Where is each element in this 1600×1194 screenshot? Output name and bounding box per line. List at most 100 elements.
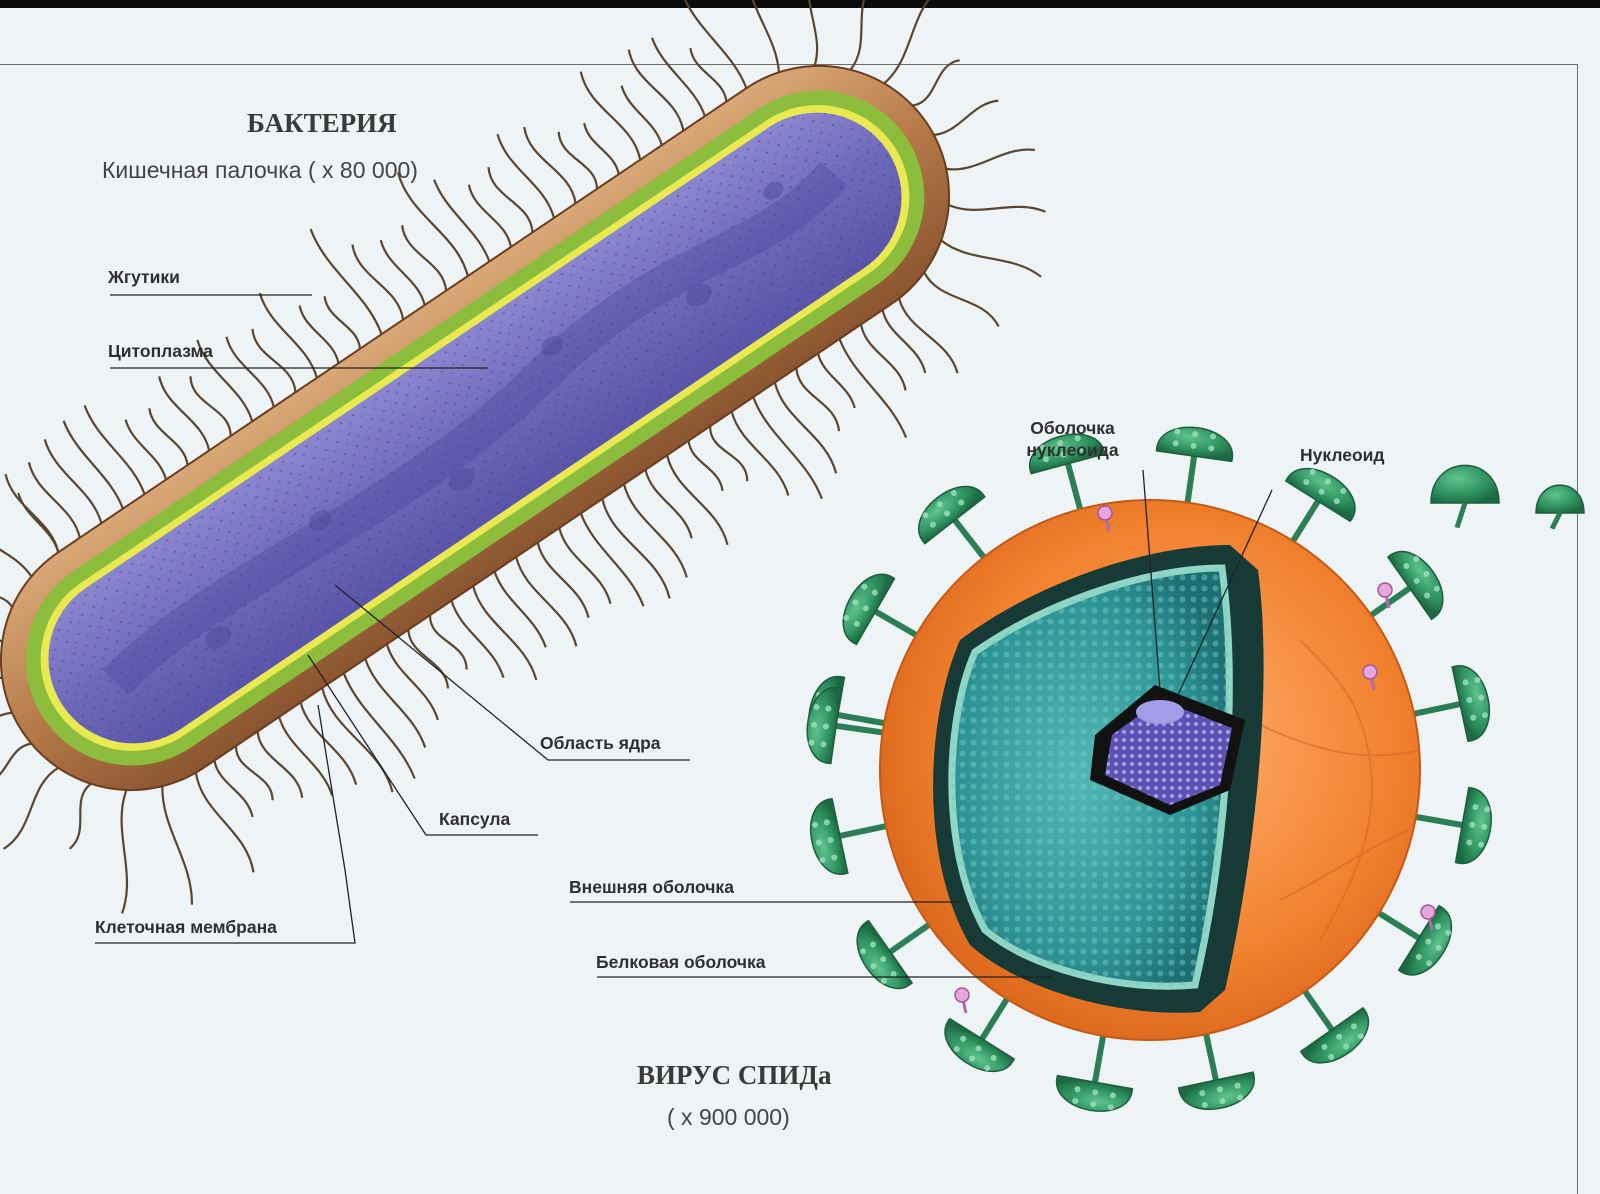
flagellum [321,687,394,793]
flagellum [364,658,427,748]
label-flagella: Жгутики [108,267,180,287]
flagellum [299,702,358,785]
flagellum [27,462,81,539]
flagellum [43,438,103,524]
flagellum [644,469,693,539]
flagellum [689,47,728,102]
flagellum [467,184,512,248]
pink-protein [1420,904,1436,931]
spike [1177,1033,1255,1111]
flagellum [849,0,866,71]
flagellum [860,324,907,391]
flagellum [396,172,469,277]
flagellum [17,492,60,553]
flagellum [946,148,1036,171]
spike [1028,433,1106,510]
spike [1299,989,1370,1064]
pink-protein [954,987,970,1014]
label-capsule: Капсула [439,809,511,829]
flagellum [838,338,908,439]
flagellum [0,742,32,776]
flagellum [650,37,706,117]
flagellum [583,122,620,175]
pink-proteins [954,505,1436,1014]
flagellum [912,59,960,107]
label-cell-membrane: Клеточная мембрана [95,917,277,937]
flagellum [251,328,297,393]
flagellum [0,711,13,718]
flagellum [342,672,416,779]
flagellum [536,542,590,618]
flagellum [234,745,274,801]
label-protein-shell: Белковая оболочка [596,952,766,972]
flagellum [601,498,671,599]
flagellum [194,772,255,873]
pink-protein [1377,582,1393,609]
nuclear-region [102,161,848,695]
flagellum [622,484,688,578]
spike [1055,1035,1134,1112]
flagellum [4,473,60,553]
flagellum [730,411,790,496]
label-nuclear-region: Область ядра [540,733,661,753]
flagellum [189,376,232,437]
spike [917,485,987,560]
flagellum [579,513,645,607]
flagellum [579,71,642,160]
flagellum [948,203,1046,213]
label-nucleoid: Нуклеоид [1300,445,1385,465]
figure-frame [0,64,1578,1194]
flagellum [933,99,999,136]
pink-protein [1362,664,1378,691]
label-cytoplasm: Цитоплазма [108,341,213,361]
free-spike [1430,464,1500,529]
spike [1284,467,1356,543]
spike [1377,904,1453,976]
flagellum [557,131,599,189]
flagellum [773,382,838,474]
flagellum [68,782,92,850]
bacteria-title: БАКТЕРИЯ [247,108,397,138]
leader-lines [95,294,1273,978]
hiv-virus [806,426,1585,1112]
label-outer-envelope: Внешняя оболочка [569,877,734,897]
spike [1155,426,1234,504]
flagellum [428,615,468,670]
flagellum [3,766,59,850]
spike [809,797,887,875]
virus-title: ВИРУС СПИДа [637,1060,832,1090]
spike [856,919,931,990]
flagellum [83,405,146,495]
spike [842,573,918,646]
label-nucleoid-shell-line1: Оболочка [1030,418,1115,438]
flagellum [351,244,405,320]
top-edge-bar [0,0,1600,8]
flagellum [196,339,254,422]
flagellum [124,419,168,480]
flagellum [898,298,959,374]
flagellum [433,179,491,262]
nucleoid-blobs [205,181,784,649]
flagellum [627,49,685,131]
spike [944,997,1016,1073]
flagellum [684,0,748,89]
flagellum [379,239,426,306]
flagellum [385,643,439,721]
flagellum [407,629,450,689]
flagellum [515,556,578,647]
flagellum [278,716,334,796]
flagellum [487,167,534,233]
flagellum [472,585,538,681]
flagellum [62,420,124,510]
pink-protein [1097,505,1113,532]
virus-subtitle: ( x 900 000) [667,1104,790,1130]
flagellum [309,228,383,335]
flagellum [808,0,819,67]
flagellum [148,408,189,466]
spike [1413,665,1491,743]
flagellum [752,396,823,500]
flagellum [523,126,577,204]
spike [1415,786,1492,865]
flagellum [620,85,663,146]
flagellum [881,309,927,374]
